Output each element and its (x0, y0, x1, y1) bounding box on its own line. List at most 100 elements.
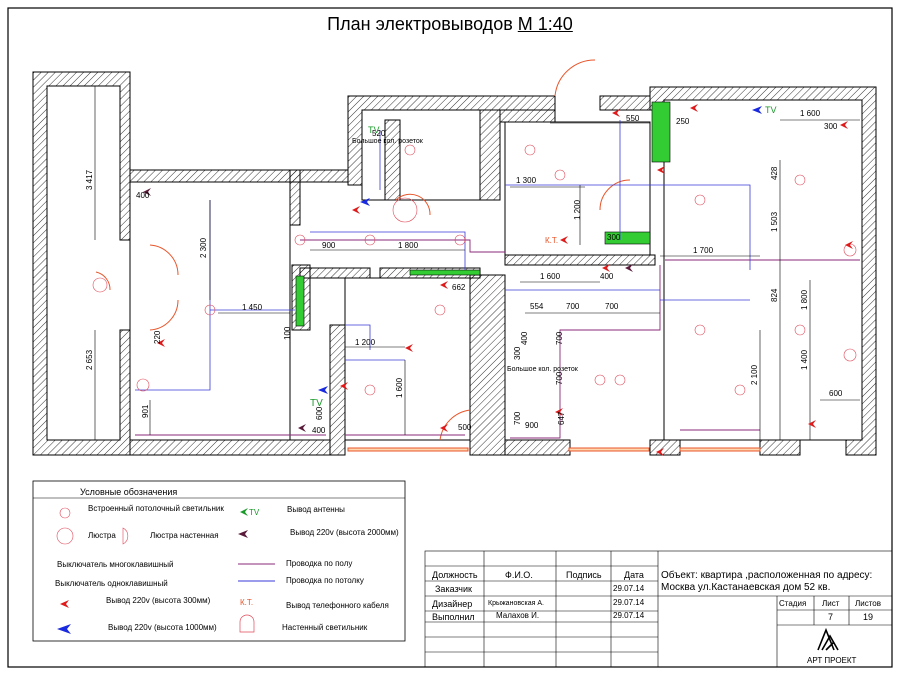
outlets-1000 (318, 106, 762, 394)
stamp-sheet-label: Лист (822, 599, 840, 608)
outlets-300 (157, 104, 853, 456)
dimension-texts: 3 417 2 653 400 2 300 1 450 220 901 900 … (85, 109, 843, 435)
phone-label-kt: К.Т. (545, 236, 558, 245)
stamp-head-name: Ф.И.О. (505, 570, 533, 580)
dimension-lines (94, 86, 860, 440)
legend-single-switch: Выключатель одноклавишный (55, 579, 168, 588)
company-logo: АРТ ПРОЕКТ (807, 627, 857, 665)
legend-out300: Вывод 220v (высота 300мм) (106, 596, 211, 605)
legend-out1000: Вывод 220v (высота 1000мм) (108, 623, 217, 632)
room-outlines (129, 99, 863, 441)
stamp-object-line2: Москва ул.Кастанаевская дом 52 кв. (661, 582, 830, 593)
dim-1800b: 1 800 (800, 289, 809, 310)
plan-labels: Большое кол. розеток Большое кол. розето… (310, 105, 777, 409)
doors (95, 59, 761, 452)
dim-662: 662 (452, 283, 466, 292)
stamp-head-date: Дата (624, 570, 644, 580)
dim-1200a: 1 200 (355, 338, 376, 347)
sockets-label-a: Большое кол. розеток (352, 138, 424, 145)
dim-700d: 700 (555, 371, 564, 385)
dim-647: 647 (557, 411, 566, 425)
dim-1400: 1 400 (800, 349, 809, 370)
dim-1450: 1 450 (242, 303, 263, 312)
dim-400d: 400 (520, 331, 529, 345)
tile-areas (295, 101, 671, 327)
dim-901: 901 (141, 404, 150, 418)
dim-400b: 400 (312, 426, 326, 435)
legend-tv-symbol: TV (249, 508, 260, 517)
dim-1600a: 1 600 (395, 377, 404, 398)
stamp-sheet: 7 (828, 612, 833, 622)
dim-600a: 600 (315, 406, 324, 420)
dim-900a: 900 (322, 241, 336, 250)
dim-400a: 400 (136, 191, 150, 200)
dim-500: 500 (458, 423, 472, 432)
stamp-stage-label: Стадия (779, 599, 806, 608)
legend-multi-switch: Выключатель многоклавишный (57, 560, 173, 569)
legend-chandelier: Люстра (88, 531, 116, 540)
stamp-row-date: 29.07.14 (613, 611, 645, 620)
legend-phone: Вывод телефонного кабеля (286, 601, 389, 610)
dim-1300: 1 300 (516, 176, 537, 185)
dim-700a: 700 (566, 302, 580, 311)
tv-label-2: TV (310, 398, 323, 409)
ceiling-lights (92, 144, 857, 396)
dim-300a: 300 (607, 233, 621, 242)
stamp-row-name: Крыжановская А. (488, 600, 544, 607)
dim-550: 550 (626, 114, 640, 123)
stamp-object-line1: Объект: квартира ,расположенная по адрес… (661, 569, 872, 581)
tv-label-3: TV (765, 105, 777, 115)
dim-428: 428 (770, 166, 779, 180)
dim-250: 250 (676, 117, 690, 126)
title-block (424, 550, 893, 668)
dim-700b: 700 (605, 302, 619, 311)
legend-kt-symbol: К.Т. (240, 598, 253, 607)
legend-floor-wiring: Проводка по полу (286, 559, 352, 568)
walls (32, 71, 877, 456)
stamp-sheets-label: Листов (855, 599, 881, 608)
legend-out2000: Вывод 220v (высота 2000мм) (290, 528, 399, 537)
stamp-row-date: 29.07.14 (613, 584, 645, 593)
dim-600b: 600 (829, 389, 843, 398)
plan-title-text: План электровыводов (327, 14, 513, 34)
dim-400c: 400 (600, 272, 614, 281)
tv-label-1: TV (368, 125, 380, 135)
dim-2300: 2 300 (199, 237, 208, 258)
dim-700c: 700 (555, 331, 564, 345)
dim-300b: 300 (513, 346, 522, 360)
legend-heading: Условные обозначения (80, 487, 177, 497)
dim-300c: 300 (824, 122, 838, 131)
dim-220: 220 (153, 330, 162, 344)
dim-554: 554 (530, 302, 544, 311)
stamp-row-date: 29.07.14 (613, 598, 645, 607)
dim-700e: 700 (513, 411, 522, 425)
company-name: АРТ ПРОЕКТ (807, 656, 857, 665)
stamp-row-role: Дизайнер (432, 599, 472, 609)
stamp-head-role: Должность (432, 570, 478, 580)
dim-1700: 1 700 (693, 246, 714, 255)
floor-wiring (135, 239, 860, 439)
legend-wall-chandelier: Люстра настенная (150, 531, 219, 540)
plan-scale: М 1:40 (517, 14, 573, 34)
sockets-label-b: Большое кол. розеток (507, 366, 579, 373)
plan-title: План электровыводов М 1:40 (0, 14, 900, 35)
dim-520: 520 (372, 129, 386, 138)
dim-2100: 2 100 (750, 364, 759, 385)
dim-1503: 1 503 (770, 211, 779, 232)
dim-1600c: 1 600 (800, 109, 821, 118)
legend-wall-light: Настенный светильник (282, 623, 368, 632)
dim-824: 824 (770, 288, 779, 302)
dim-1600b: 1 600 (540, 272, 561, 281)
dim-100: 100 (283, 326, 292, 340)
dim-2653: 2 653 (85, 349, 94, 370)
legend: Условные обозначения Встроенный потолочн… (32, 480, 406, 642)
outlets-2000 (143, 188, 633, 432)
stamp-row-role: Заказчик (435, 584, 472, 594)
legend-ceiling-wiring: Проводка по потолку (286, 576, 364, 585)
stamp-head-sign: Подпись (566, 570, 602, 580)
legend-ceiling-light: Встроенный потолочный светильник (88, 504, 224, 513)
dim-900b: 900 (525, 421, 539, 430)
dim-1800a: 1 800 (398, 241, 419, 250)
title-block-text: Должность Ф.И.О. Подпись Дата Заказчик 2… (432, 569, 881, 622)
